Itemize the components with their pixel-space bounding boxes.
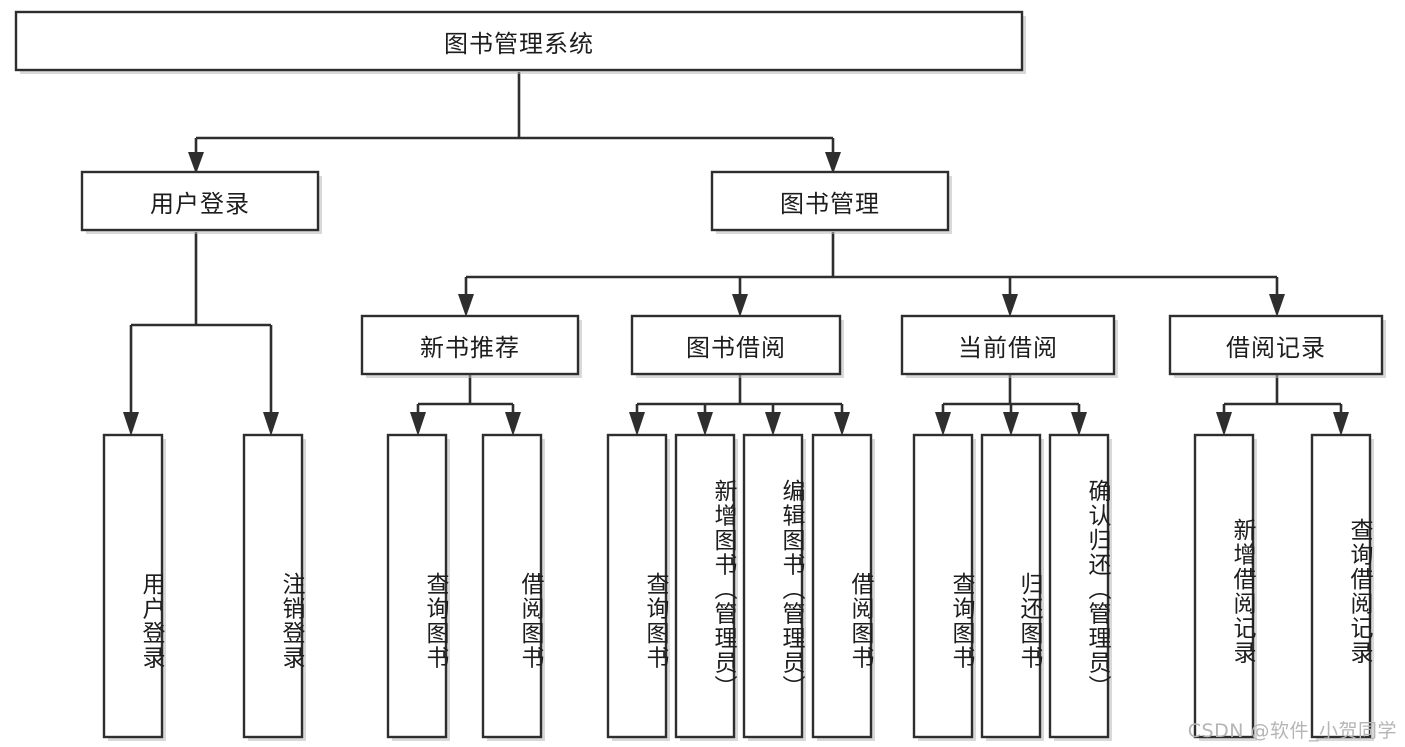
arrowhead-userlogin [188,152,204,174]
node-user-login[interactable] [80,170,320,232]
arrowhead-borrow-record [1269,294,1285,317]
arrowhead-leaf-logout [263,412,279,436]
arrowhead-current-borrow [1002,294,1018,317]
arrowhead-leaf-query-book-b [629,412,645,436]
node-book-manage[interactable] [710,170,950,232]
box-layer [14,10,1384,739]
node-leaf-edit-book[interactable] [742,433,804,739]
arrowhead-leaf-return-book [1003,412,1019,436]
arrowhead-new-book-rec [458,294,474,317]
node-leaf-logout[interactable] [242,433,304,739]
csdn-watermark: CSDN @软件_小贺同学 [1187,720,1397,742]
arrowhead-book-borrow [732,294,748,317]
node-borrow-record[interactable] [1168,314,1384,376]
node-new-book-recommend[interactable] [360,314,580,376]
node-leaf-add-book[interactable] [674,433,736,739]
arrowhead-leaf-borrow-book-a [505,412,521,436]
node-current-borrow[interactable] [900,314,1116,376]
node-root[interactable] [14,10,1024,72]
node-leaf-borrow-book-a[interactable] [481,433,543,739]
node-leaf-query-book-c[interactable] [912,433,974,739]
arrowhead-leaf-query-book-c [935,412,951,436]
node-leaf-query-book-a[interactable] [386,433,448,739]
node-leaf-user-login[interactable] [102,433,164,739]
node-leaf-query-book-b[interactable] [606,433,668,739]
arrowhead-leaf-borrow-book-b [834,412,850,436]
arrowhead-leaf-edit-book [765,412,781,436]
connector-layer [123,72,1349,436]
arrowhead-bookmanage [825,152,841,174]
arrowhead-leaf-query-book-a [410,412,426,436]
arrowhead-leaf-user-login [123,412,139,436]
node-leaf-return-book[interactable] [980,433,1042,739]
node-leaf-query-record[interactable] [1310,433,1372,739]
node-book-borrow[interactable] [630,314,842,376]
node-leaf-confirm-return[interactable] [1048,433,1110,739]
arrowhead-leaf-query-record [1333,412,1349,436]
node-leaf-borrow-book-b[interactable] [811,433,873,739]
node-leaf-add-record[interactable] [1193,433,1255,739]
arrowhead-leaf-add-book [697,412,713,436]
arrowhead-leaf-add-record [1216,412,1232,436]
arrowhead-leaf-confirm-return [1071,412,1087,436]
